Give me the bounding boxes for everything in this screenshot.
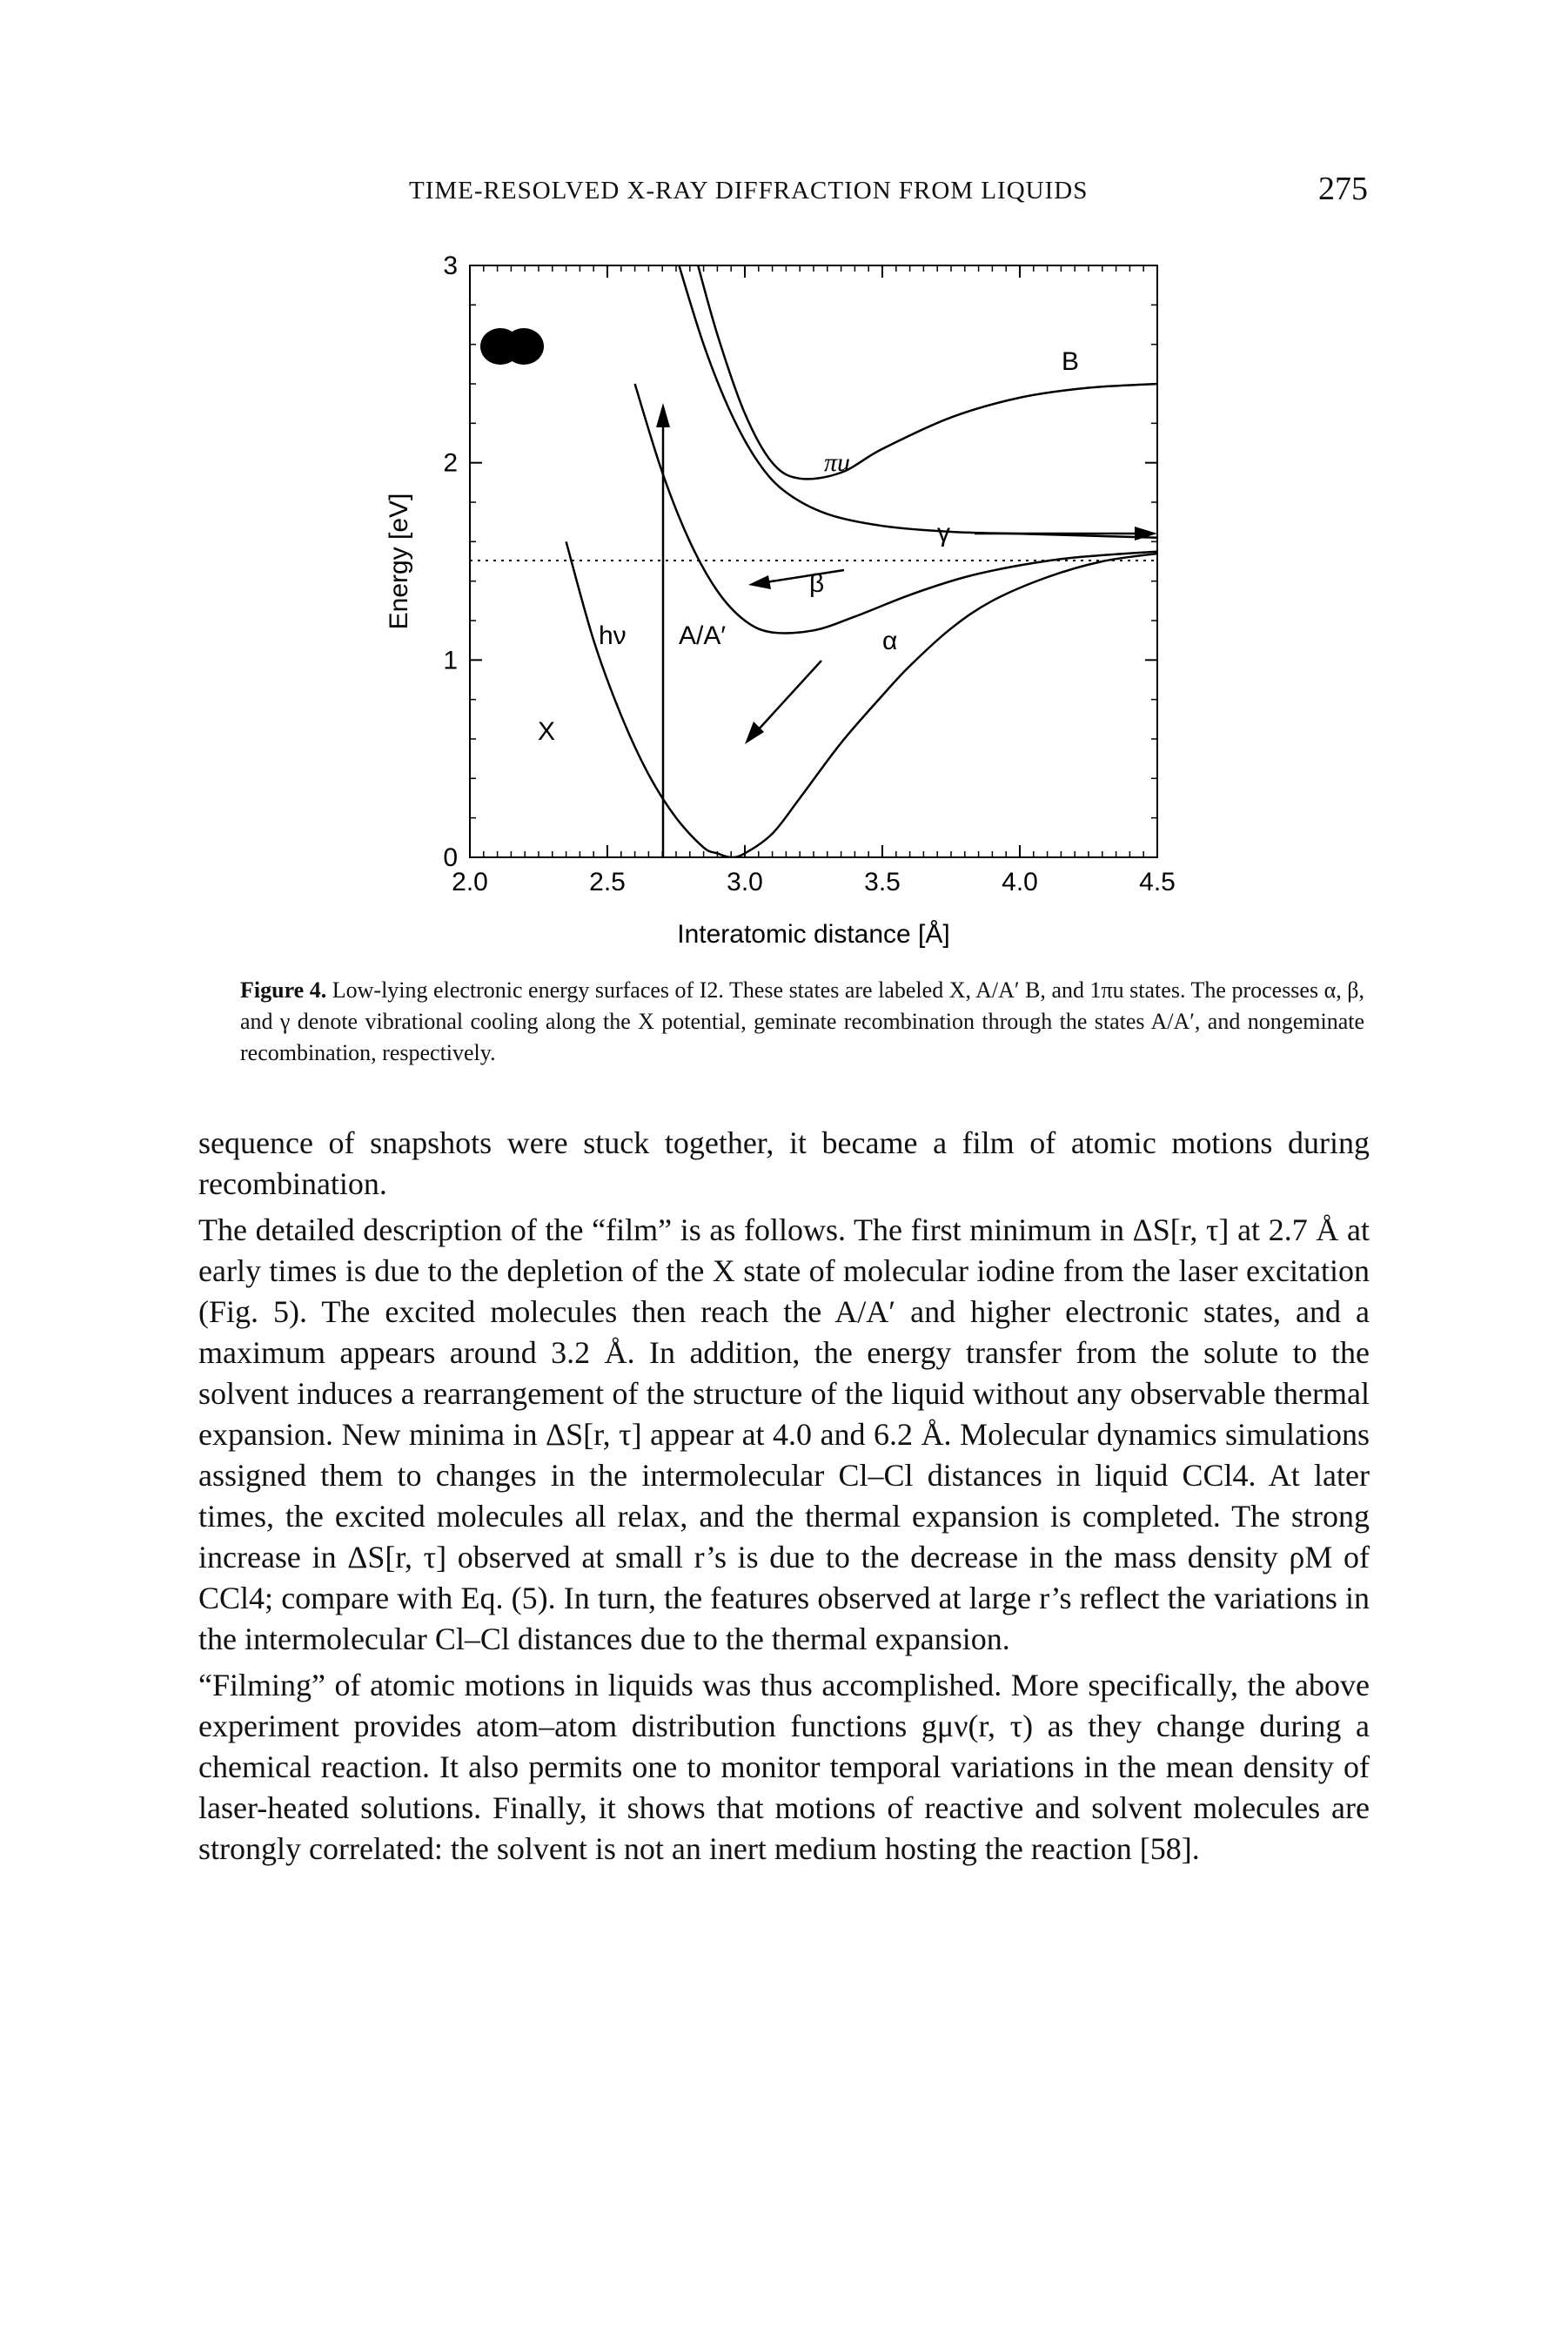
label-alpha: α xyxy=(882,627,897,655)
x-tick-label: 2.5 xyxy=(589,868,626,896)
running-head: TIME-RESOLVED X-RAY DIFFRACTION FROM LIQ… xyxy=(200,170,1368,213)
paragraph-2: The detailed description of the “film” i… xyxy=(198,1212,1370,1656)
x-tick-label: 3.0 xyxy=(727,868,763,896)
alpha-arrow-head xyxy=(745,722,764,744)
beta-arrow-line xyxy=(765,568,845,584)
label-pi-u: πu xyxy=(824,448,850,477)
y-tick-label: 0 xyxy=(443,843,458,872)
axis-ticks: 2.0 2.5 3.0 3.5 4.0 4.5 0 1 2 3 xyxy=(443,252,1176,896)
gamma-arrow-head xyxy=(1135,527,1157,540)
label-X: X xyxy=(538,717,555,746)
curve-x-state xyxy=(565,540,1157,857)
figure-caption: Figure 4. Low-lying electronic energy su… xyxy=(240,975,1364,1069)
label-beta: β xyxy=(809,569,824,598)
curve-b-state xyxy=(696,265,1157,480)
paragraph-1: sequence of snapshots were stuck togethe… xyxy=(198,1125,1370,1201)
x-tick-label: 4.0 xyxy=(1002,868,1038,896)
y-tick-label: 2 xyxy=(443,449,458,478)
i2-molecule-icon-right xyxy=(504,328,544,365)
hv-arrow-head xyxy=(656,403,670,427)
beta-arrow-head xyxy=(748,575,771,589)
y-axis-label: Energy [eV] xyxy=(385,494,413,630)
figure-energy-surfaces: 2.0 2.5 3.0 3.5 4.0 4.5 0 1 2 3 B πu γ β α hν A/A… xyxy=(365,248,1192,962)
running-title: TIME-RESOLVED X-RAY DIFFRACTION FROM LIQ… xyxy=(409,177,1089,205)
page-number: 275 xyxy=(1318,171,1368,207)
curve-u-state xyxy=(678,265,1157,540)
label-AA: A/A′ xyxy=(679,621,726,650)
body-text: sequence of snapshots were stuck togethe… xyxy=(198,1123,1370,1870)
caption-label: Figure 4. xyxy=(240,977,327,1003)
x-tick-label: 2.0 xyxy=(452,868,488,896)
label-gamma: γ xyxy=(937,519,950,547)
y-tick-label: 3 xyxy=(443,252,458,280)
x-tick-label: 4.5 xyxy=(1139,868,1176,896)
caption-text: Low-lying electronic energy surfaces of … xyxy=(240,977,1364,1065)
paragraph-3: “Filming” of atomic motions in liquids w… xyxy=(198,1668,1370,1866)
label-B: B xyxy=(1062,347,1079,376)
label-hv: hν xyxy=(599,621,627,650)
x-tick-label: 3.5 xyxy=(864,868,901,896)
x-axis-label: Interatomic distance [Å] xyxy=(677,920,949,949)
y-tick-label: 1 xyxy=(443,646,458,675)
curves xyxy=(565,265,1157,857)
curve-aa-state xyxy=(633,383,1157,634)
alpha-arrow-line xyxy=(756,660,822,732)
energy-surface-chart: 2.0 2.5 3.0 3.5 4.0 4.5 0 1 2 3 B πu γ β α hν A/A… xyxy=(385,252,1176,949)
